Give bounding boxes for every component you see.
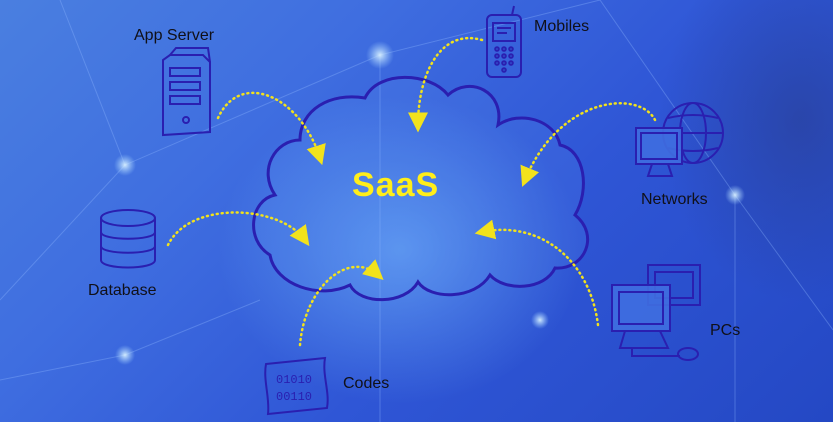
mobile-phone-icon [486,5,522,78]
saas-title: SaaS [352,166,440,204]
database-label: Database [88,282,157,299]
app-server-label: App Server [134,27,215,44]
networks-label: Networks [641,191,708,208]
mobiles-label: Mobiles [534,18,590,35]
codes-label: Codes [343,375,390,392]
network-globe-icon [635,102,724,177]
pcs-icon [611,264,701,361]
glow-node [114,154,136,176]
glow-node [725,185,745,205]
saas-cloud-shape [252,75,590,302]
glow-node [366,41,394,69]
arrow-from-database [166,211,310,247]
glow-node [115,345,135,365]
code-line-1: 01010 [276,373,312,387]
server-icon [162,47,211,137]
arrow-from-app-server [216,91,326,166]
code-line-2: 00110 [276,390,312,404]
code-sheet-icon [264,356,329,416]
database-icon [100,209,156,269]
arrow-from-codes [298,259,384,347]
glow-node [531,311,549,329]
pcs-label: PCs [710,322,741,339]
arrow-from-pcs [474,219,600,327]
background-glow-nodes [114,41,745,365]
arrow-from-mobiles [408,37,484,133]
